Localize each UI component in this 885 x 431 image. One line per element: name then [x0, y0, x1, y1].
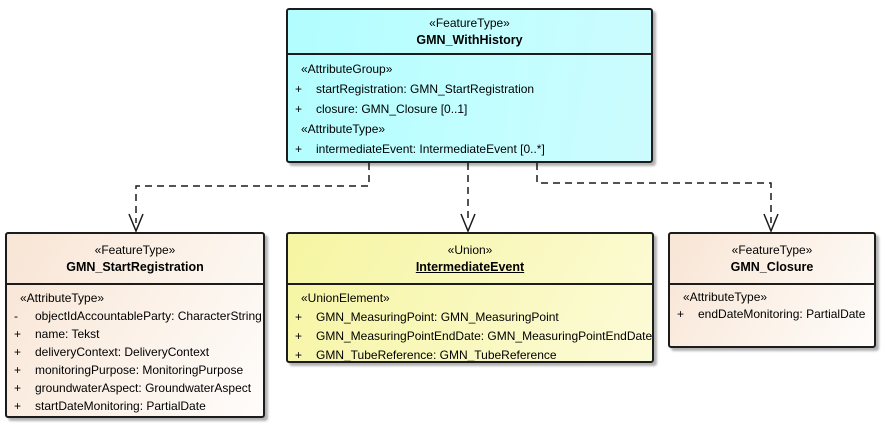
class-box-gmn-startregistration[interactable]: «FeatureType» GMN_StartRegistration «Att… [5, 232, 265, 418]
visibility-marker: + [295, 102, 303, 116]
visibility-marker: + [14, 345, 22, 359]
box-body: «AttributeGroup» + startRegistration: GMN… [288, 55, 651, 159]
visibility-marker: + [295, 142, 303, 156]
stereotype-label: «FeatureType» [429, 16, 510, 30]
attribute-row[interactable]: + groundwaterAspect: GroundwaterAspect [7, 379, 263, 397]
attribute-label: name: Tekst [35, 327, 100, 341]
visibility-marker: + [677, 307, 685, 321]
box-body: «AttributeType» - objectIdAccountablePart… [7, 285, 263, 415]
attribute-label: groundwaterAspect: GroundwaterAspect [35, 381, 252, 395]
box-body: «UnionElement» + GMN_MeasuringPoint: GMN_… [288, 285, 652, 362]
stereotype-row: «AttributeType» [20, 291, 105, 305]
attribute-label: monitoringPurpose: MonitoringPurpose [35, 363, 244, 377]
attribute-label: GMN_MeasuringPoint: GMN_MeasuringPoint [316, 310, 559, 324]
box-body: «AttributeType» + endDateMonitoring: Part… [670, 285, 874, 323]
attribute-row[interactable]: + closure: GMN_Closure [0..1] [288, 99, 651, 119]
attribute-label: endDateMonitoring: PartialDate [698, 307, 866, 321]
attribute-row[interactable]: + startRegistration: GMN_StartRegistratio… [288, 79, 651, 99]
attribute-row[interactable]: + GMN_MeasuringPoint: GMN_MeasuringPoint [288, 308, 652, 327]
attribute-row[interactable]: + name: Tekst [7, 325, 263, 343]
box-header: «FeatureType» GMN_WithHistory [288, 10, 651, 55]
visibility-marker: - [14, 309, 18, 323]
attribute-row[interactable]: + monitoringPurpose: MonitoringPurpose [7, 361, 263, 379]
attribute-row[interactable]: + GMN_MeasuringPointEndDate: GMN_Measurin… [288, 327, 652, 346]
attribute-label: startDateMonitoring: PartialDate [35, 399, 206, 413]
class-name: GMN_StartRegistration [66, 260, 204, 274]
box-header: «FeatureType» GMN_StartRegistration [7, 234, 263, 285]
class-box-gmn-withhistory[interactable]: «FeatureType» GMN_WithHistory «Attribute… [286, 8, 653, 163]
visibility-marker: + [14, 399, 22, 413]
attribute-row[interactable]: + deliveryContext: DeliveryContext [7, 343, 263, 361]
class-name: GMN_WithHistory [416, 33, 523, 47]
visibility-marker: + [295, 82, 303, 96]
stereotype-row: «AttributeType» [301, 122, 386, 136]
attribute-label: GMN_MeasuringPointEndDate: GMN_Measuring… [316, 329, 652, 343]
dependency-arrow-to-gmn-closure[interactable] [536, 163, 779, 233]
visibility-marker: + [14, 363, 22, 377]
class-box-gmn-closure[interactable]: «FeatureType» GMN_Closure «AttributeType… [668, 232, 876, 348]
attribute-label: objectIdAccountableParty: CharacterStrin… [35, 309, 262, 323]
visibility-marker: + [14, 381, 22, 395]
attribute-label: closure: GMN_Closure [0..1] [316, 102, 468, 116]
stereotype-row: «AttributeGroup» [301, 62, 393, 76]
attribute-label: GMN_TubeReference: GMN_TubeReference [316, 348, 557, 362]
class-name: IntermediateEvent [415, 260, 525, 274]
stereotype-row: «AttributeType» [683, 290, 768, 304]
box-header: «Union» IntermediateEvent [288, 234, 652, 285]
attribute-row[interactable]: + endDateMonitoring: PartialDate [670, 306, 874, 323]
attribute-row[interactable]: + GMN_TubeReference: GMN_TubeReference [288, 346, 652, 362]
visibility-marker: + [295, 348, 303, 362]
class-box-intermediateevent[interactable]: «Union» IntermediateEvent «UnionElement»… [286, 232, 654, 363]
attribute-label: intermediateEvent: IntermediateEvent [0.… [316, 142, 545, 156]
visibility-marker: + [14, 327, 22, 341]
visibility-marker: + [295, 329, 303, 343]
class-name: GMN_Closure [730, 260, 814, 274]
attribute-label: startRegistration: GMN_StartRegistration [316, 82, 535, 96]
stereotype-label: «Union» [447, 243, 493, 257]
attribute-row[interactable]: - objectIdAccountableParty: CharacterStri… [7, 307, 263, 325]
dependency-arrow-to-intermediateevent[interactable] [460, 163, 476, 233]
dependency-arrow-to-gmn-startregistration[interactable] [128, 163, 370, 233]
attribute-row[interactable]: + intermediateEvent: IntermediateEvent [0… [288, 139, 651, 159]
visibility-marker: + [295, 310, 303, 324]
attribute-label: deliveryContext: DeliveryContext [35, 345, 210, 359]
attribute-row[interactable]: + startDateMonitoring: PartialDate [7, 397, 263, 415]
box-header: «FeatureType» GMN_Closure [670, 234, 874, 285]
stereotype-label: «FeatureType» [731, 243, 813, 257]
stereotype-label: «FeatureType» [94, 243, 176, 257]
stereotype-row: «UnionElement» [301, 291, 390, 305]
